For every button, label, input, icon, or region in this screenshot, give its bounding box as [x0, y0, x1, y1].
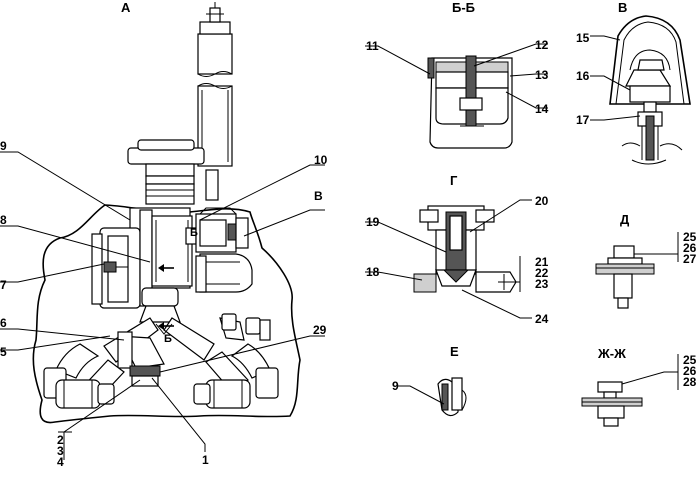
g-callouts: 20 19 18 21 22 23 24: [366, 194, 549, 326]
section-marker-b: [158, 264, 174, 330]
callout-8: 8: [0, 213, 7, 227]
title-view-d: Д: [620, 212, 630, 227]
section-mark-b-upper: Б: [190, 227, 198, 239]
callout-d-26: 26: [683, 241, 697, 255]
main-callouts: 9 10 8 В 7 6 5 29 1 2 3 4 Б Б: [0, 139, 328, 469]
callout-29: 29: [313, 323, 327, 337]
lower-left-elbow: [43, 343, 161, 409]
title-view-v: В: [618, 0, 627, 15]
view-v: [590, 15, 691, 165]
branch-pipe: [103, 287, 261, 369]
callout-9: 9: [0, 139, 7, 153]
callout-14: 14: [535, 102, 549, 116]
callout-17: 17: [576, 113, 590, 127]
title-view-g: Г: [450, 173, 458, 188]
callout-7: 7: [0, 278, 7, 292]
section-mark-b-lower: Б: [164, 333, 172, 345]
callout-23: 23: [535, 277, 549, 291]
callout-12: 12: [535, 38, 549, 52]
callout-22: 22: [535, 266, 549, 280]
callout-20: 20: [535, 194, 549, 208]
callout-5: 5: [0, 345, 7, 359]
title-section-b-b: Б-Б: [452, 0, 475, 15]
callout-v: В: [314, 189, 323, 203]
callout-18: 18: [366, 265, 380, 279]
callout-1: 1: [202, 453, 209, 467]
callout-d-27: 27: [683, 252, 697, 266]
callout-24: 24: [535, 312, 549, 326]
right-elbow: [195, 253, 253, 293]
view-zh-zh: [581, 354, 679, 427]
title-view-zh: Ж-Ж: [597, 346, 626, 361]
main-view-a: [0, 2, 325, 460]
callout-10: 10: [314, 153, 328, 167]
main-leaders: [0, 151, 325, 460]
callout-zh-25: 25: [683, 353, 697, 367]
callout-3: 3: [57, 444, 64, 458]
callout-zh-26: 26: [683, 364, 697, 378]
callout-19: 19: [366, 215, 380, 229]
section-b-b-view: [365, 43, 548, 149]
precleaner-cap: [127, 139, 219, 205]
d-callouts: 25 26 27: [683, 230, 697, 266]
callout-zh-28: 28: [683, 375, 697, 389]
callout-11: 11: [366, 39, 379, 53]
callout-e-9: 9: [392, 379, 399, 393]
callout-4: 4: [57, 455, 64, 469]
title-view-e: Е: [450, 344, 459, 359]
callout-15: 15: [576, 31, 590, 45]
callout-2: 2: [57, 433, 64, 447]
zh-callouts: 25 26 28: [683, 353, 697, 389]
callout-13: 13: [535, 68, 549, 82]
v-callouts: 15 16 17: [576, 31, 590, 127]
callout-6: 6: [0, 316, 7, 330]
section-titles: А Б-Б В Г Д Е Ж-Ж: [121, 0, 630, 361]
view-d: [595, 232, 679, 309]
main-view-outline: [32, 204, 301, 424]
title-view-a: А: [121, 0, 131, 15]
intake-pipe-top: [197, 2, 233, 167]
view-g: [365, 199, 532, 319]
bb-callouts: 11 12 13 14: [366, 38, 549, 116]
callout-d-25: 25: [683, 230, 697, 244]
lower-right-elbow: [193, 319, 279, 409]
filter-housing: [91, 207, 249, 309]
callout-21: 21: [535, 255, 549, 269]
e-callouts: 9: [392, 379, 399, 393]
view-e: [398, 377, 467, 417]
callout-16: 16: [576, 69, 590, 83]
